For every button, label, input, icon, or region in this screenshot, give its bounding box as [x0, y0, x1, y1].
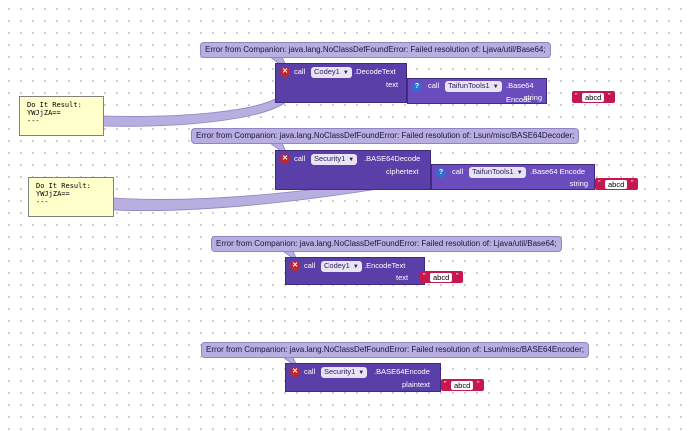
method-name: .EncodeText — [364, 261, 406, 270]
dropdown-arrow-icon: ▼ — [358, 370, 365, 376]
taifun-base64-encode-block[interactable]: ? call TaifunTools1▼ .Base64 Encode stri… — [431, 164, 595, 190]
dropdown-arrow-icon: ▼ — [516, 170, 523, 176]
error-bubble: Error from Companion: java.lang.NoClassD… — [200, 42, 551, 58]
text-string-block[interactable]: " abcd " — [595, 178, 638, 190]
component-name: Codey1 — [314, 67, 340, 76]
call-keyword: call — [304, 261, 316, 270]
call-keyword: call — [304, 367, 316, 376]
method-name: .BASE64Encode — [374, 367, 430, 376]
error-x-icon[interactable]: ✕ — [280, 67, 290, 77]
dropdown-arrow-icon: ▼ — [348, 157, 355, 163]
do-it-result-box: Do It Result: YWJjZA== --- — [28, 177, 114, 217]
component-name: TaifunTools1 — [448, 81, 490, 90]
text-string-block[interactable]: " abcd " — [441, 379, 484, 391]
param-label: text — [396, 273, 409, 282]
call-keyword: call — [452, 167, 464, 176]
error-bubble: Error from Companion: java.lang.NoClassD… — [191, 128, 580, 144]
codey-encodetext-block[interactable]: ✕ call Codey1▼ .EncodeText text — [285, 257, 425, 285]
dropdown-arrow-icon: ▼ — [342, 70, 349, 76]
error-bubble: Error from Companion: java.lang.NoClassD… — [201, 342, 589, 358]
param-label: plaintext — [402, 380, 430, 389]
codey-decodetext-block[interactable]: ✕ call Codey1▼ .DecodeText text — [275, 63, 407, 103]
do-it-result-box: Do It Result: YWJjZA== --- — [19, 96, 104, 136]
quote-icon: " — [456, 273, 459, 280]
quote-icon: " — [444, 381, 447, 388]
component-dropdown[interactable]: Codey1▼ — [311, 67, 352, 78]
error-x-icon[interactable]: ✕ — [290, 261, 300, 271]
text-string-block[interactable]: " abcd " — [572, 91, 615, 103]
error-bubble: Error from Companion: java.lang.NoClassD… — [211, 236, 562, 252]
text-value-field[interactable]: abcd — [430, 272, 453, 282]
error-x-icon[interactable]: ✕ — [290, 367, 300, 377]
quote-icon: " — [575, 93, 578, 100]
call-keyword: call — [428, 81, 440, 90]
param-label: text — [386, 80, 399, 89]
component-dropdown[interactable]: Security1▼ — [321, 367, 368, 378]
param-label: string — [569, 179, 588, 188]
quote-icon: " — [477, 381, 480, 388]
security-base64decode-block[interactable]: ✕ call Security1▼ .BASE64Decode cipherte… — [275, 150, 431, 190]
method-name: .BASE64Decode — [364, 154, 421, 163]
method-name: .Base64 Encode — [506, 81, 534, 104]
help-question-icon[interactable]: ? — [436, 168, 446, 178]
component-dropdown[interactable]: Security1▼ — [311, 154, 358, 165]
text-value-field[interactable]: abcd — [451, 380, 474, 390]
quote-icon: " — [598, 180, 601, 187]
dropdown-arrow-icon: ▼ — [492, 84, 499, 90]
result-connector — [102, 94, 287, 127]
component-name: Security1 — [324, 367, 356, 376]
text-value-field[interactable]: abcd — [605, 179, 628, 189]
help-question-icon[interactable]: ? — [412, 82, 422, 92]
param-label: string — [523, 93, 542, 102]
quote-icon: " — [608, 93, 611, 100]
dropdown-arrow-icon: ▼ — [352, 264, 359, 270]
component-name: Codey1 — [324, 261, 350, 270]
text-string-block[interactable]: " abcd " — [420, 271, 463, 283]
error-x-icon[interactable]: ✕ — [280, 154, 290, 164]
component-dropdown[interactable]: TaifunTools1▼ — [469, 167, 526, 178]
taifun-base64-encode-block[interactable]: ? call TaifunTools1▼ .Base64 Encode stri… — [407, 78, 547, 104]
component-name: Security1 — [314, 154, 346, 163]
quote-icon: " — [631, 180, 634, 187]
security-base64encode-block[interactable]: ✕ call Security1▼ .BASE64Encode plaintex… — [285, 363, 441, 392]
text-value-field[interactable]: abcd — [582, 92, 605, 102]
component-dropdown[interactable]: Codey1▼ — [321, 261, 362, 272]
quote-icon: " — [423, 273, 426, 280]
component-name: TaifunTools1 — [472, 167, 514, 176]
method-name: .Base64 Encode — [530, 167, 586, 176]
method-name: .DecodeText — [354, 67, 396, 76]
call-keyword: call — [294, 67, 306, 76]
component-dropdown[interactable]: TaifunTools1▼ — [445, 81, 502, 92]
call-keyword: call — [294, 154, 306, 163]
param-label: ciphertext — [386, 167, 419, 176]
